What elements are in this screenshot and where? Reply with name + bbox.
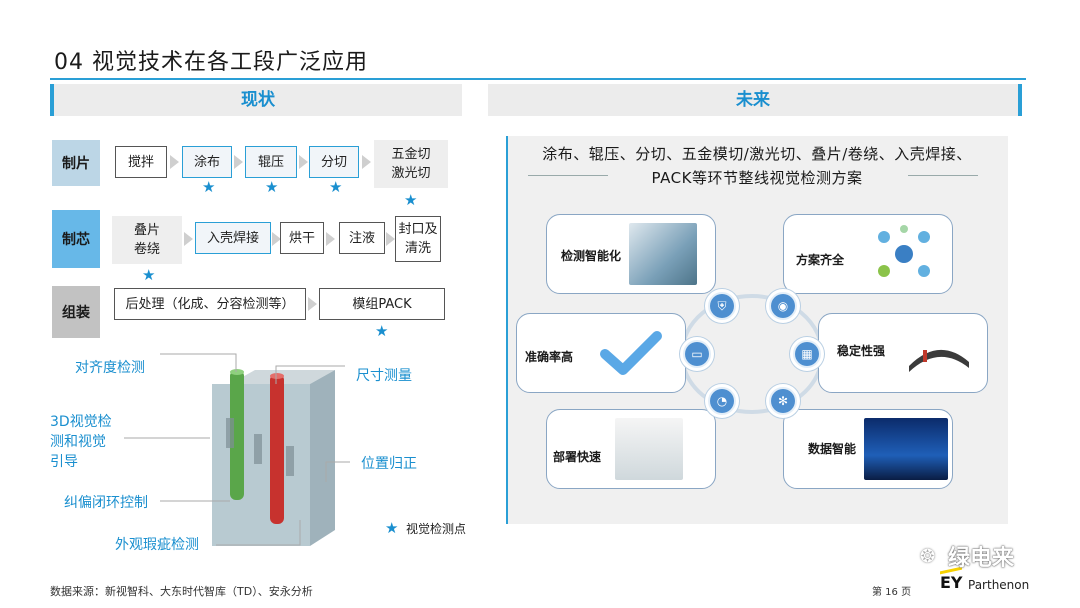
card-shuju: 数据智能 [783, 409, 953, 489]
card-label: 数据智能 [808, 440, 856, 457]
step-wujin: 五金切 激光切 [374, 140, 448, 188]
vision-point-star: ★ [404, 193, 417, 208]
row-label-zhixin: 制芯 [52, 210, 100, 268]
shield-icon: ⛨ [705, 289, 739, 323]
callout-3d: 3D视觉检 测和视觉 引导 [50, 412, 112, 472]
battery-icon: ▭ [680, 337, 714, 371]
watermark-text: 绿电来 [948, 540, 1014, 572]
card-label: 部署快速 [553, 448, 601, 465]
card-fangan: 方案齐全 [783, 214, 953, 294]
card-label: 准确率高 [525, 348, 573, 365]
vision-point-star: ★ [329, 180, 342, 195]
card-label: 稳定性强 [837, 342, 885, 359]
ey-logo: EY [940, 573, 963, 592]
row-label-zhipian: 制片 [52, 140, 100, 186]
vision-point-star: ★ [375, 324, 388, 339]
title-rule [50, 78, 1026, 80]
card-jiance: 检测智能化 [546, 214, 716, 294]
current-section-bar: 现状 [50, 84, 462, 116]
current-section-title: 现状 [54, 84, 462, 116]
card-label: 检测智能化 [561, 247, 621, 264]
row-label-zuzhuang: 组装 [52, 286, 100, 338]
solution-mindmap-image [870, 223, 938, 285]
step-houchuli: 后处理（化成、分容检测等） [114, 288, 306, 320]
flow-arrow [362, 155, 371, 169]
card-label: 方案齐全 [796, 251, 844, 268]
eye-icon: ◉ [766, 289, 800, 323]
page-number: 第 16 页 [872, 583, 911, 598]
checkmark-icon [597, 322, 665, 384]
flow-arrow [308, 297, 317, 311]
lab-photo-image [629, 223, 697, 285]
step-jiaoban: 搅拌 [115, 146, 167, 178]
future-section-title: 未来 [488, 84, 1018, 116]
legend-label: 视觉检测点 [406, 520, 466, 537]
flow-arrow [234, 155, 243, 169]
vision-point-star: ★ [202, 180, 215, 195]
step-mozu: 模组PACK [319, 288, 445, 320]
flow-arrow [184, 232, 193, 246]
data-city-image [864, 418, 948, 480]
step-ruke: 入壳焊接 [195, 222, 271, 254]
callout-waiguan: 外观瑕疵检测 [115, 535, 199, 555]
future-heading: 涂布、辊压、分切、五金模切/激光切、叠片/卷绕、入壳焊接、 PACK等环节整线视… [506, 142, 1008, 190]
vision-point-star: ★ [142, 268, 155, 283]
wechat-icon: ❂ [920, 546, 935, 567]
flow-arrow [326, 232, 335, 246]
future-section-bar: 未来 [488, 84, 1022, 116]
flow-arrow [386, 232, 395, 246]
page-title: 04 视觉技术在各工段广泛应用 [54, 44, 368, 76]
step-diepian: 叠片 卷绕 [112, 216, 182, 264]
step-fenqie: 分切 [309, 146, 359, 178]
callout-duiqi: 对齐度检测 [75, 358, 145, 378]
card-zhunque: 准确率高 [516, 313, 686, 393]
card-wending: 稳定性强 [818, 313, 988, 393]
grid-icon: ▦ [790, 337, 824, 371]
callout-chicun: 尺寸测量 [356, 366, 412, 386]
battery-cell-diagram [200, 360, 350, 560]
heading-rule-right [908, 175, 978, 176]
parthenon-logo: Parthenon [968, 578, 1029, 592]
legend-star-icon: ★ [385, 519, 398, 537]
snowflake-icon: ✻ [766, 384, 800, 418]
step-tubu: 涂布 [182, 146, 232, 178]
material-roll-image [905, 322, 973, 384]
step-honggan: 烘干 [280, 222, 324, 254]
callout-jiupian: 纠偏闭环控制 [64, 493, 148, 513]
heading-rule-left [528, 175, 608, 176]
card-bushu: 部署快速 [546, 409, 716, 489]
step-gunya: 辊压 [245, 146, 297, 178]
step-zhuye: 注液 [339, 222, 385, 254]
gauge-icon: ◔ [705, 384, 739, 418]
flow-arrow [170, 155, 179, 169]
step-fengkou: 封口及 清洗 [395, 216, 441, 262]
callout-weizhi: 位置归正 [361, 454, 417, 474]
factory-floor-image [615, 418, 683, 480]
flow-arrow [299, 155, 308, 169]
vision-point-star: ★ [265, 180, 278, 195]
data-source-note: 数据来源：新视智科、大东时代智库（TD）、安永分析 [50, 583, 313, 599]
